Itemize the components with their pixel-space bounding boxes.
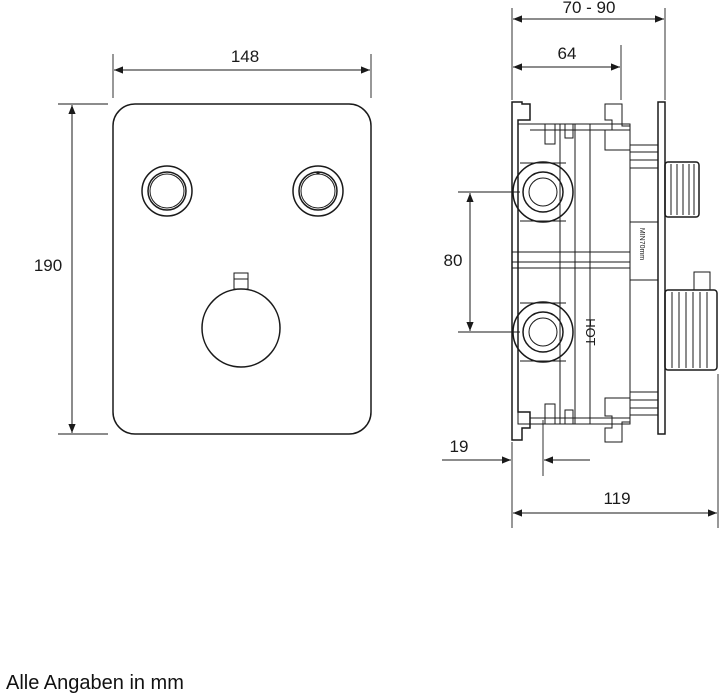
thermostat-knob xyxy=(201,272,281,368)
dimension-70-90: 70 - 90 xyxy=(511,0,666,100)
cover-plate xyxy=(112,103,372,435)
left-push-button xyxy=(141,165,193,217)
dimension-label-19: 19 xyxy=(450,437,469,456)
wall-plate xyxy=(657,101,666,435)
dimension-19: 19 xyxy=(442,420,590,476)
side-view: HOT MIN70mm 70 - 90 64 80 19 xyxy=(442,0,719,528)
right-push-button xyxy=(292,165,344,217)
units-note: Alle Angaben in mm xyxy=(6,672,184,694)
dimension-64: 64 xyxy=(513,44,622,100)
dimension-label-70-90: 70 - 90 xyxy=(563,0,616,17)
dimension-label-119: 119 xyxy=(603,489,630,508)
min-depth-label: MIN70mm xyxy=(638,228,645,260)
upper-inlet xyxy=(512,161,574,223)
ribbed-section xyxy=(629,144,659,416)
front-view: 148 190 xyxy=(34,47,372,435)
dimension-label-190: 190 xyxy=(34,256,62,275)
dimension-height-190: 190 xyxy=(34,103,108,435)
dimension-width-148: 148 xyxy=(112,47,372,98)
dimension-80: 80 xyxy=(444,191,520,333)
dimension-label-64: 64 xyxy=(558,44,577,63)
upper-spindle xyxy=(664,161,700,218)
dimension-label-80: 80 xyxy=(444,251,463,270)
dimension-label-148: 148 xyxy=(231,47,259,66)
valve-housing xyxy=(511,101,631,443)
lower-spindle xyxy=(664,271,718,371)
dimension-119: 119 xyxy=(511,374,719,528)
hot-label: HOT xyxy=(583,318,598,346)
lower-inlet xyxy=(512,301,574,363)
